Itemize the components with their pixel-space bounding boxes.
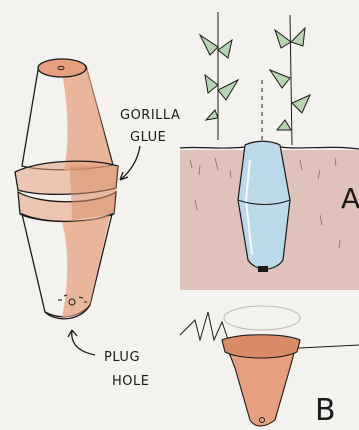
glue-label-line1: GORILLA [120, 108, 180, 123]
diagram-a-label: A [341, 182, 359, 215]
right-plant [270, 15, 310, 145]
glue-label-line2: GLUE [130, 130, 166, 145]
plug-hole-annotation: PLUG HOLE [68, 330, 149, 389]
pot-top-base [38, 59, 86, 77]
double-pot-olla [15, 59, 118, 319]
upper-pot-shading [60, 62, 112, 170]
diagram-b-label: B [315, 393, 336, 428]
plug-arrow [68, 330, 95, 355]
diagram-a: A [180, 12, 359, 290]
plug-label-line2: HOLE [112, 374, 149, 389]
plug-label-line1: PLUG [104, 350, 140, 365]
diagram-b: B [180, 306, 359, 428]
gorilla-glue-annotation: GORILLA GLUE [120, 108, 180, 180]
olla-plug [258, 266, 268, 272]
small-pot-rim [222, 335, 300, 358]
rim-shading [70, 166, 118, 220]
left-plant [200, 12, 238, 140]
lid-sketch [224, 306, 300, 330]
glue-arrow [120, 146, 140, 180]
